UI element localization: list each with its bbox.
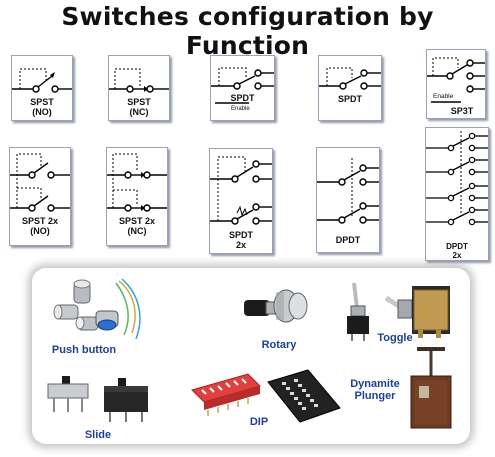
spdt-enable-label: SPDT (230, 93, 255, 103)
dpdt-diagram: DPDT (316, 147, 380, 253)
switch-types-panel: Push button Rotary Toggle Sli (32, 268, 470, 444)
page-title: Switches configuration by Function (61, 2, 434, 60)
dynamite-label-line-1: Dynamite (350, 378, 400, 390)
spdt-2x-schematic (210, 156, 272, 225)
spst-2x-nc-sublabel: (NC) (127, 226, 147, 236)
spst-nc-label: SPST (127, 97, 151, 107)
spst-2x-nc-label: SPST 2x (118, 216, 156, 226)
dpdt-2x-label: DPDT (446, 242, 468, 251)
dpdt-schematic (317, 158, 379, 224)
spdt-2x-diagram: SPDT 2x (209, 148, 273, 254)
push-button-label: Push button (51, 344, 117, 356)
sp3t-schematic (427, 57, 485, 103)
spdt-enable-note: Enable (231, 106, 250, 112)
toggle-label: Toggle (377, 332, 413, 344)
spst-nc-diagram: SPST (NC) (108, 55, 170, 121)
dpdt-2x-sublabel: 2x (452, 251, 462, 260)
sp3t-diagram: Enable SP3T (426, 49, 486, 119)
spdt-enable-diagram: SPDT Enable (210, 55, 275, 121)
dynamite-plunger-photo (410, 347, 452, 429)
spst-no-diagram: SPST (NO) (11, 55, 73, 121)
spst-2x-nc-diagram: SPST 2x (NC) (106, 147, 168, 246)
spst-2x-no-schematic (10, 153, 70, 212)
spdt-enable-schematic (211, 67, 274, 104)
slide-photo (47, 376, 148, 422)
spst-nc-schematic (109, 68, 169, 93)
spst-no-label: SPST (30, 97, 54, 107)
dynamite-label-line-2: Plunger (354, 390, 396, 402)
push-button-photo (53, 278, 141, 340)
spdt-label: SPDT (337, 94, 362, 104)
toggle-photo (347, 282, 450, 341)
rotary-label: Rotary (261, 339, 297, 351)
sp3t-label: SP3T (450, 106, 474, 116)
spst-no-schematic (12, 68, 72, 93)
spst-2x-no-sublabel: (NO) (30, 226, 50, 236)
spst-2x-nc-schematic (107, 153, 167, 212)
spdt-schematic (319, 67, 381, 90)
dip-label: DIP (249, 416, 269, 428)
rotary-photo (244, 289, 308, 323)
spdt-diagram: SPDT (318, 55, 382, 121)
dpdt-label: DPDT (335, 235, 361, 245)
dpdt-2x-diagram: DPDT 2x (425, 127, 489, 261)
dpdt-2x-schematic (426, 131, 488, 226)
spdt-2x-sublabel: 2x (235, 240, 246, 250)
sp3t-note: Enable (433, 93, 454, 100)
spst-no-sublabel: (NO) (32, 107, 52, 117)
spst-nc-sublabel: (NC) (129, 107, 149, 117)
spst-2x-no-diagram: SPST 2x (NO) (9, 147, 71, 246)
dip-photo (191, 369, 341, 423)
spdt-2x-label: SPDT (228, 230, 253, 240)
slide-label: Slide (84, 429, 112, 441)
spst-2x-no-label: SPST 2x (21, 216, 59, 226)
